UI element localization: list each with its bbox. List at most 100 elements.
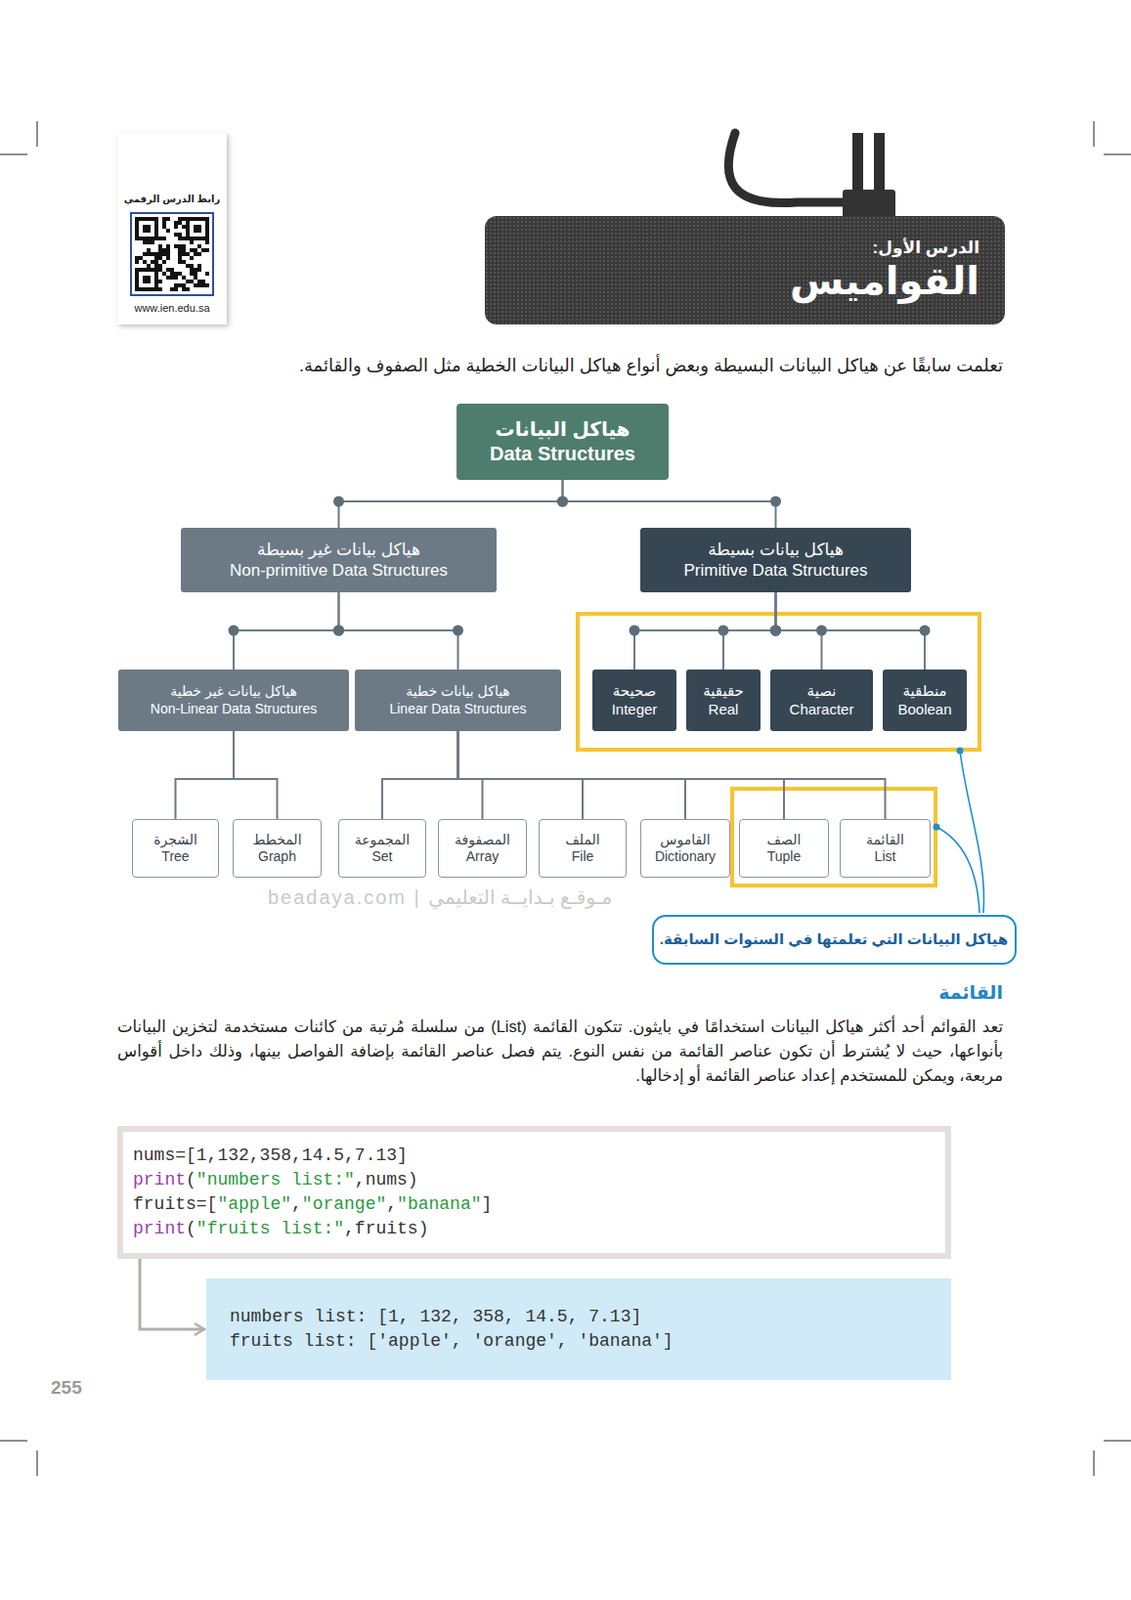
tree-connector bbox=[458, 731, 483, 820]
arabic-label: صحيحة bbox=[612, 682, 657, 701]
junction-dot bbox=[629, 625, 641, 637]
arabic-label: القواميس bbox=[789, 258, 980, 304]
english-label: Non-Linear Data Structures bbox=[150, 700, 317, 719]
page-number: 255 bbox=[50, 1376, 110, 1401]
junction-dot bbox=[770, 625, 782, 637]
arabic-label: هياكل بيانات بسيطة bbox=[707, 539, 844, 561]
code-line: print("numbers list:",nums) bbox=[132, 1168, 419, 1193]
body-text: تعد القوائم أحد أكثر هياكل البيانات استخ… bbox=[117, 1014, 1003, 1088]
code-box: nums=[1,132,358,14.5,7.13]print("numbers… bbox=[117, 1126, 952, 1260]
english-label: Set bbox=[371, 848, 392, 867]
junction-dot bbox=[228, 625, 240, 637]
output-line: fruits list: ['apple', 'orange', 'banana… bbox=[229, 1329, 674, 1354]
arabic-label: نصية bbox=[807, 682, 837, 701]
leader-lines bbox=[936, 750, 985, 914]
junction-dot bbox=[816, 625, 827, 637]
tree-connector bbox=[458, 731, 886, 820]
junction-dot bbox=[452, 625, 464, 637]
code-line: nums=[1,132,358,14.5,7.13] bbox=[132, 1143, 408, 1169]
english-label: Dictionary bbox=[654, 848, 716, 867]
structure-box: الملفFile bbox=[538, 819, 627, 878]
english-label: Linear Data Structures bbox=[389, 700, 526, 719]
tree-connector bbox=[382, 731, 459, 820]
arabic-label: هياكل بيانات غير بسيطة bbox=[257, 539, 421, 561]
arabic-label: رابط الدرس الرقمي bbox=[124, 193, 221, 207]
subcategory-box: هياكل بيانات خطيةLinear Data Structures bbox=[354, 669, 562, 732]
arabic-label: المصفوفة bbox=[454, 831, 511, 850]
junction-dot bbox=[333, 496, 345, 508]
output-box: numbers list: [1, 132, 358, 14.5, 7.13]f… bbox=[206, 1278, 952, 1381]
arabic-label: الصف bbox=[767, 831, 802, 850]
junction-dot bbox=[333, 625, 345, 637]
leader-dot bbox=[957, 747, 964, 755]
structure-box: القاموسDictionary bbox=[640, 819, 731, 878]
subcategory-box: هياكل بيانات غير خطيةNon-Linear Data Str… bbox=[118, 669, 349, 732]
english-label: Character bbox=[789, 700, 855, 720]
english-label: Non-primitive Data Structures bbox=[229, 560, 448, 581]
english-label: List bbox=[874, 848, 897, 867]
qr-code bbox=[130, 212, 215, 297]
arabic-label: هياكل البيانات bbox=[495, 417, 631, 442]
type-box: حقيقيةReal bbox=[686, 669, 761, 732]
category-box: هياكل بيانات بسيطةPrimitive Data Structu… bbox=[640, 527, 912, 593]
leader-dot bbox=[933, 824, 941, 831]
english-label: Array bbox=[466, 848, 499, 867]
flow-arrow bbox=[139, 1259, 205, 1330]
tree-connector bbox=[339, 592, 459, 670]
tree-connector bbox=[233, 592, 340, 670]
type-box: صحيحةInteger bbox=[592, 669, 677, 732]
structure-box: المصفوفةArray bbox=[437, 819, 527, 878]
tree-connector bbox=[458, 731, 687, 820]
cable-illustration bbox=[728, 132, 896, 219]
watermark: beadaya.com | مـوقـع بـدايــة التعليمي bbox=[166, 884, 714, 911]
arabic-label: منطقية bbox=[902, 682, 947, 701]
arabic-label: الملف bbox=[565, 831, 600, 850]
arabic-label: الدرس الأول: bbox=[872, 237, 980, 259]
structure-box: الصفTuple bbox=[739, 819, 829, 878]
tree-connector bbox=[634, 592, 777, 670]
junction-dot bbox=[557, 496, 568, 508]
type-box: منطقيةBoolean bbox=[882, 669, 967, 732]
highlight-frame bbox=[577, 613, 980, 750]
arabic-label: هياكل بيانات خطية bbox=[405, 683, 511, 701]
tree-connector bbox=[776, 592, 823, 670]
junction-dot bbox=[770, 625, 782, 637]
tree-connector bbox=[175, 731, 235, 820]
structure-box: المجموعةSet bbox=[338, 819, 427, 878]
structure-box: القائمةList bbox=[839, 819, 931, 878]
english-label: Tree bbox=[161, 848, 189, 867]
callout-box: هياكل البيانات التي تعلمتها في السنوات ا… bbox=[652, 914, 1017, 965]
section-heading: القائمة bbox=[801, 981, 1003, 1006]
lesson-title-band: الدرس الأول:القواميس bbox=[484, 216, 1005, 325]
structure-box: الشجرةTree bbox=[131, 819, 219, 878]
code-line: print("fruits list:",fruits) bbox=[132, 1217, 429, 1242]
type-box: نصيةCharacter bbox=[770, 669, 873, 732]
junction-dot bbox=[919, 625, 931, 637]
arabic-label: القاموس bbox=[659, 831, 710, 850]
tree-connector bbox=[233, 731, 278, 820]
english-label: Primitive Data Structures bbox=[684, 560, 869, 581]
tree-connector bbox=[776, 592, 926, 670]
arabic-label: القائمة bbox=[866, 831, 905, 850]
arabic-label: هياكل بيانات غير خطية bbox=[170, 683, 298, 701]
english-label: Boolean bbox=[897, 700, 952, 720]
output-line: numbers list: [1, 132, 358, 14.5, 7.13] bbox=[229, 1305, 642, 1330]
category-box: هياكل بيانات غير بسيطةNon-primitive Data… bbox=[180, 527, 497, 593]
english-label: Real bbox=[708, 700, 740, 720]
root-box: هياكل البياناتData Structures bbox=[456, 403, 669, 480]
arabic-label: المجموعة bbox=[354, 831, 410, 850]
tree-connector bbox=[458, 731, 584, 820]
tree-connector bbox=[339, 479, 564, 528]
junction-dot bbox=[557, 496, 568, 508]
arabic-label: المخطط bbox=[252, 831, 302, 850]
english-label: www.ien.edu.sa bbox=[133, 302, 210, 316]
crop-marks bbox=[0, 121, 1131, 1477]
junction-dot bbox=[770, 625, 782, 637]
code-line: fruits=["apple","orange","banana"] bbox=[132, 1192, 492, 1218]
tree-connector bbox=[563, 479, 777, 528]
english-label: File bbox=[571, 848, 595, 867]
qr-card: رابط الدرس الرقمي www.ien.edu.sa bbox=[117, 132, 227, 325]
junction-dot bbox=[333, 625, 345, 637]
